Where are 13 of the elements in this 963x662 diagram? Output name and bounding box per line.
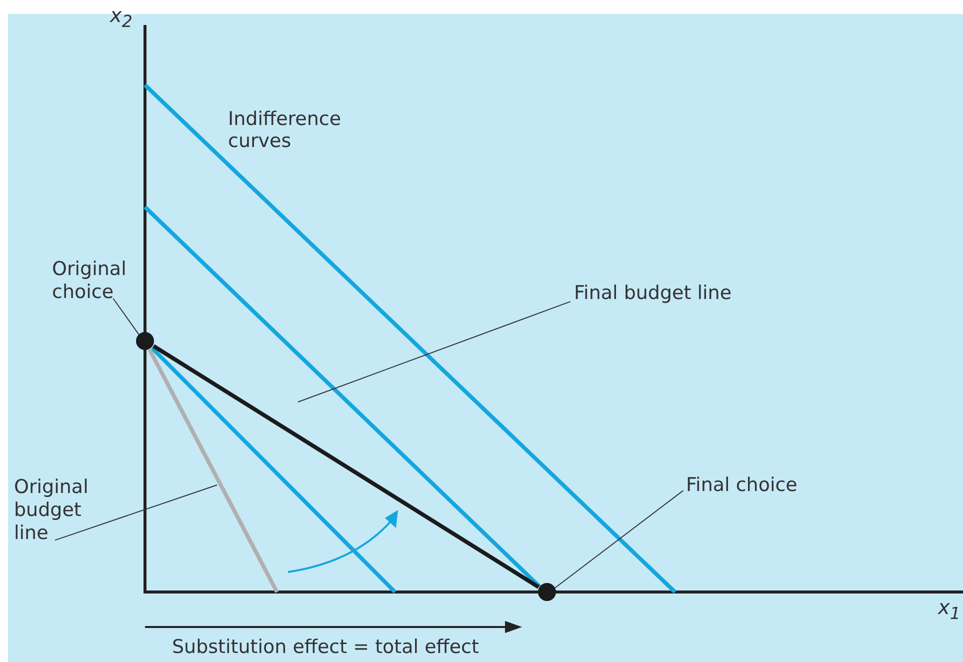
axis-label: x$_{1}$ [938,596,960,625]
annotation-text: Final choice [686,474,826,497]
annotation-text: Final budget line [574,282,754,305]
leader-line [554,490,684,588]
leader-line [54,484,218,541]
leader-line [298,301,571,402]
axis-label: x$_{2}$ [110,4,132,33]
leader-line [112,298,140,335]
annotation-text: Original choice [52,258,124,304]
annotation-text: Original budget line [14,476,96,545]
annotation-text: Substitution effect = total effect [172,636,479,658]
annotation-text: Indifference curves [228,108,342,152]
final-budget-line [152,344,540,589]
